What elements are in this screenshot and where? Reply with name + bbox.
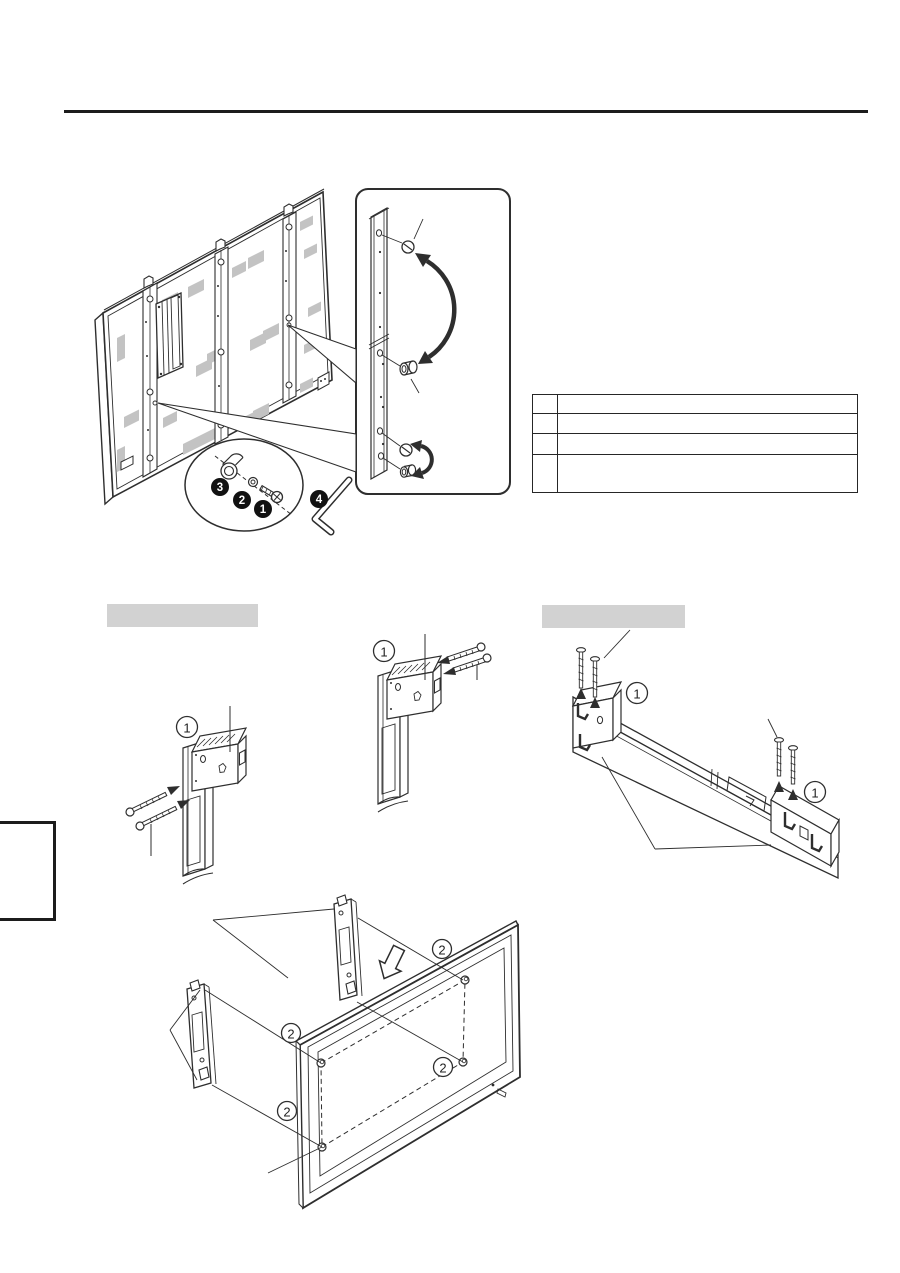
step-number: 2: [287, 1027, 294, 1042]
rail-hooks: [143, 203, 294, 289]
step-number: 1: [380, 645, 387, 660]
callout-badge-screw: 1: [254, 500, 272, 518]
screw: [437, 642, 486, 664]
step-badge: 2: [280, 1022, 302, 1044]
washer-part: [247, 476, 259, 488]
detail-screw-top: [381, 218, 424, 254]
detail-spacer-middle: [381, 354, 420, 394]
bracket-strip: [368, 206, 390, 481]
screw: [773, 737, 785, 792]
section-bar-right: [542, 605, 685, 628]
assembly-step-middle: 1: [372, 634, 492, 813]
small-port-box: [317, 371, 330, 391]
callout-number-3: 3: [217, 482, 223, 494]
mounting-rails: [142, 211, 297, 478]
rotate-arrow-large: [415, 253, 457, 364]
leader-lines: [169, 908, 464, 1174]
section-bar-left: [107, 604, 258, 627]
step-badge: 1: [803, 780, 827, 804]
step-badge: 2: [276, 1100, 298, 1122]
bracket-upper: [333, 894, 363, 1001]
step-number: 2: [439, 1061, 446, 1076]
parts-callout: 3 2 1 4: [184, 438, 353, 536]
screw-part: [259, 484, 284, 504]
screw: [575, 647, 587, 699]
callout-number-2: 2: [239, 495, 245, 507]
detail-screw-bottom: [381, 432, 413, 457]
header-rule: [64, 110, 868, 113]
table-cell-desc: [557, 454, 858, 493]
direction-arrow: [378, 944, 406, 980]
step-number: 1: [811, 786, 818, 801]
display-rear-diagram: [94, 188, 333, 506]
step-number: 2: [438, 943, 445, 958]
magnify-wedge-upper: [287, 324, 357, 385]
step-badge: 1: [625, 681, 649, 705]
step-badge: 2: [432, 1056, 454, 1078]
callout-number-1: 1: [260, 504, 267, 516]
screw: [787, 745, 799, 800]
assembly-step-right: 1 1: [571, 629, 840, 880]
label-plate: [120, 455, 134, 471]
spacer-part: [220, 453, 244, 480]
hook-unit-right: [770, 785, 840, 869]
callout-badge-spacer: 3: [211, 478, 229, 496]
table-row: [532, 454, 858, 493]
assembly-step-left: 1: [125, 706, 247, 885]
step-number: 1: [183, 721, 190, 736]
step-number: 2: [283, 1105, 290, 1120]
step-badge: 1: [372, 639, 396, 663]
screw: [135, 800, 190, 831]
parts-table: [532, 394, 858, 493]
screw: [589, 656, 601, 708]
callout-badge-washer: 2: [233, 491, 251, 509]
rotate-arrow-small: [410, 440, 434, 479]
bracket-lower: [186, 979, 217, 1089]
magnify-wedge-lower: [157, 402, 357, 473]
hex-wrench: [311, 476, 353, 536]
step-badge: 2: [431, 938, 453, 960]
screw: [125, 786, 180, 817]
screw: [443, 653, 492, 675]
detail-panel: [355, 188, 511, 495]
hanging-diagram: 2 2 2 2: [169, 894, 521, 1210]
connector-box: [155, 292, 184, 379]
step-badge: 1: [175, 715, 199, 739]
step-number: 1: [633, 687, 640, 702]
page-edge-tab: [0, 821, 56, 921]
callout-badge-hex-key: 4: [310, 490, 328, 508]
callout-number-4: 4: [316, 494, 323, 506]
